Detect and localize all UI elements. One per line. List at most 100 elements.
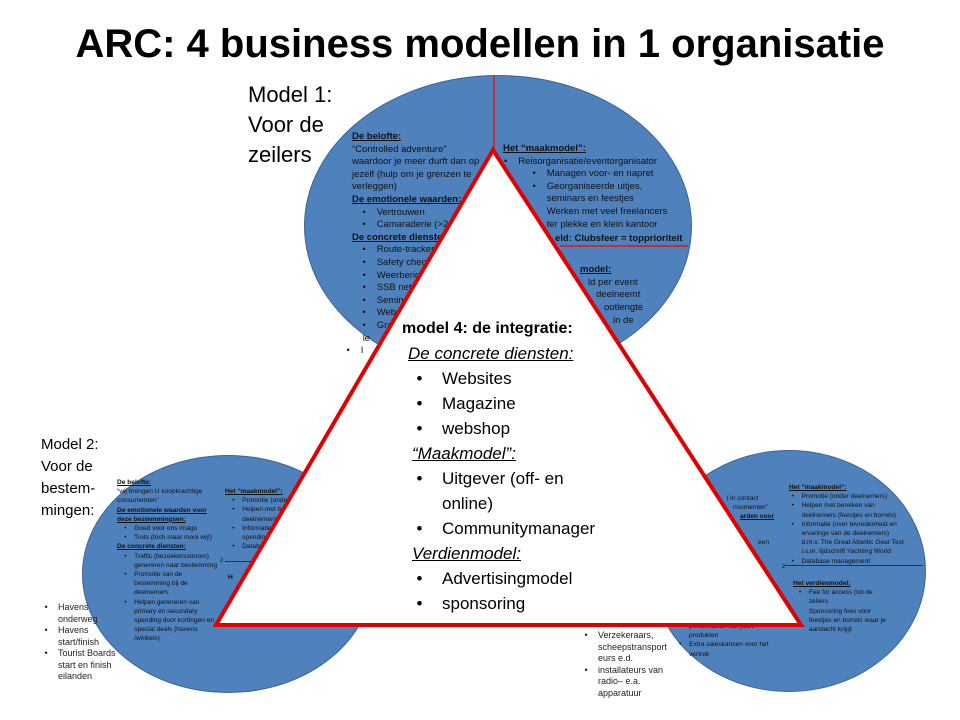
text: seminars en feestjes <box>546 193 634 205</box>
text: zeilers <box>808 598 828 606</box>
list-item: webshop <box>416 416 595 441</box>
model1-label: Model 1: Voor de zeilers <box>248 80 332 170</box>
text: Werken met veel freelancers <box>546 205 668 217</box>
label-line: Model 2: <box>41 436 99 453</box>
heading: Het “maakmodel”: <box>503 143 586 154</box>
heading: arden voor <box>740 513 775 520</box>
model3-right-text: Het “maakmodel”: Promotie (onder deelnem… <box>789 483 904 566</box>
text: Helpen met bereiken van <box>801 502 875 510</box>
text: start en finish <box>58 659 112 670</box>
text: “Controlled adventure” <box>352 143 447 155</box>
model2-label: Model 2: Voor de bestem- mingen: <box>41 434 99 522</box>
divider-line <box>560 245 688 247</box>
list-item: Grat <box>362 320 480 333</box>
label-line: Model 1: <box>248 82 333 107</box>
text: scheepstransport <box>598 641 668 652</box>
text: eilanden <box>58 671 93 681</box>
list-item: Uitgever (off- en <box>416 466 595 491</box>
list-item: I <box>346 345 480 358</box>
text: Database management <box>801 557 871 565</box>
divider-line <box>493 75 495 155</box>
label-line: Voor de <box>41 458 93 475</box>
text: deelnemers <box>134 589 169 597</box>
text: start/finish <box>58 636 100 647</box>
heading: De belofte: <box>117 479 152 486</box>
text: z <box>220 557 224 564</box>
text: d.m.v. The Great Atlantic Gear Test <box>801 539 904 547</box>
list-item: Traffic (bezoekersstroom)genereren naar … <box>124 552 217 570</box>
model4-text: model 4: de integratie: De concrete dien… <box>402 316 595 616</box>
text: “wij brengen U koopkrachtige <box>117 488 203 496</box>
text: eld: Clubsfeer = topprioriteit <box>555 233 683 244</box>
divider-line <box>225 561 275 562</box>
text: Sponsoring fees voor <box>808 607 872 615</box>
text: nsumenten” <box>733 504 768 511</box>
text: primary en secundary <box>134 607 198 615</box>
text: spending <box>242 534 269 542</box>
list-item: Informatie <box>232 524 287 533</box>
list-item: Reisorganisatie/eventorganisator <box>504 156 667 169</box>
slide-title: ARC: 4 business modellen in 1 organisati… <box>75 22 885 66</box>
text: consumenten” <box>117 497 159 505</box>
text: jezelf (hulp om je grenzen te <box>352 168 472 180</box>
label-line: bestem- <box>41 480 96 497</box>
text: Promotie (onder deelnemers) <box>801 493 888 501</box>
list-item: Promotie (onde <box>232 496 287 505</box>
text: le <box>362 332 371 344</box>
list-item: Website <box>362 307 480 320</box>
text: online) <box>442 494 494 513</box>
list-item: Helpen met be <box>232 505 287 514</box>
list-item: Seminar <box>362 295 480 308</box>
text: l in contact <box>727 495 759 502</box>
text: onderweg <box>58 613 98 624</box>
heading: De emotionele waarden voor <box>117 506 207 514</box>
heading: De concrete diensten: <box>408 344 574 363</box>
list-item: sponsoring <box>416 591 595 616</box>
text: ervaringe van de deelnemers) <box>801 530 890 538</box>
heading: De concrete diensten: <box>352 231 452 243</box>
model3-verdien-text: Het verdienmodel: Fee for access (tot de… <box>793 579 886 634</box>
text: radio– e.a. <box>598 676 641 686</box>
heading: Het “maakmodel”: <box>225 488 283 495</box>
text: installateurs van <box>598 664 664 675</box>
list-item: Informatie (over tevredenheid enervaring… <box>792 520 904 557</box>
text: ter plekke en klein kantoor <box>546 218 658 230</box>
list-item: Goed voor ons imago <box>124 524 217 533</box>
list-item: Extra saleskansen voor het <box>679 640 768 649</box>
text: waardoor je meer durft dan op <box>352 156 480 168</box>
list-item: Advertisingmodel <box>416 566 595 591</box>
text: feestjes en borrels waar je <box>808 616 886 624</box>
heading: deze bestemmingsen: <box>117 515 186 523</box>
list-item: Camaraderie (>20 <box>362 219 480 232</box>
divider-line <box>785 565 923 566</box>
text: spending door kortingen en <box>134 617 215 625</box>
list-item: Websites <box>416 366 595 391</box>
list-item: Managen voor- en napret <box>532 168 668 181</box>
label-line: zeilers <box>248 142 312 167</box>
list-item: Vertrouwen <box>362 207 480 220</box>
text: deelneemt <box>596 289 641 300</box>
text: Havens <box>58 602 89 612</box>
heading: De belofte: <box>352 131 402 142</box>
model4-title: model 4: de integratie: <box>402 320 573 337</box>
text: Helpen genereren van <box>134 598 200 606</box>
text: i.s.m. tijdschrift Yachting World <box>801 548 891 556</box>
text: deelnemers <box>242 515 277 523</box>
text: Traffic (bezoekersstroom) <box>134 552 209 560</box>
list-item: Route-tracker <box>362 244 480 257</box>
label-line: Voor de <box>248 112 324 137</box>
text: apparatuur <box>598 687 642 698</box>
text: /winkels) <box>134 635 160 643</box>
model2-right-text: Het “maakmodel”: Promotie (onde Helpen m… <box>225 487 287 552</box>
text: bestemming bij de <box>134 580 188 588</box>
text: ootlengte <box>604 302 644 313</box>
text: ld per event <box>588 277 638 288</box>
model1-left-text: De belofte: “Controlled adventure” waard… <box>346 131 480 358</box>
text: produkten <box>689 632 719 640</box>
